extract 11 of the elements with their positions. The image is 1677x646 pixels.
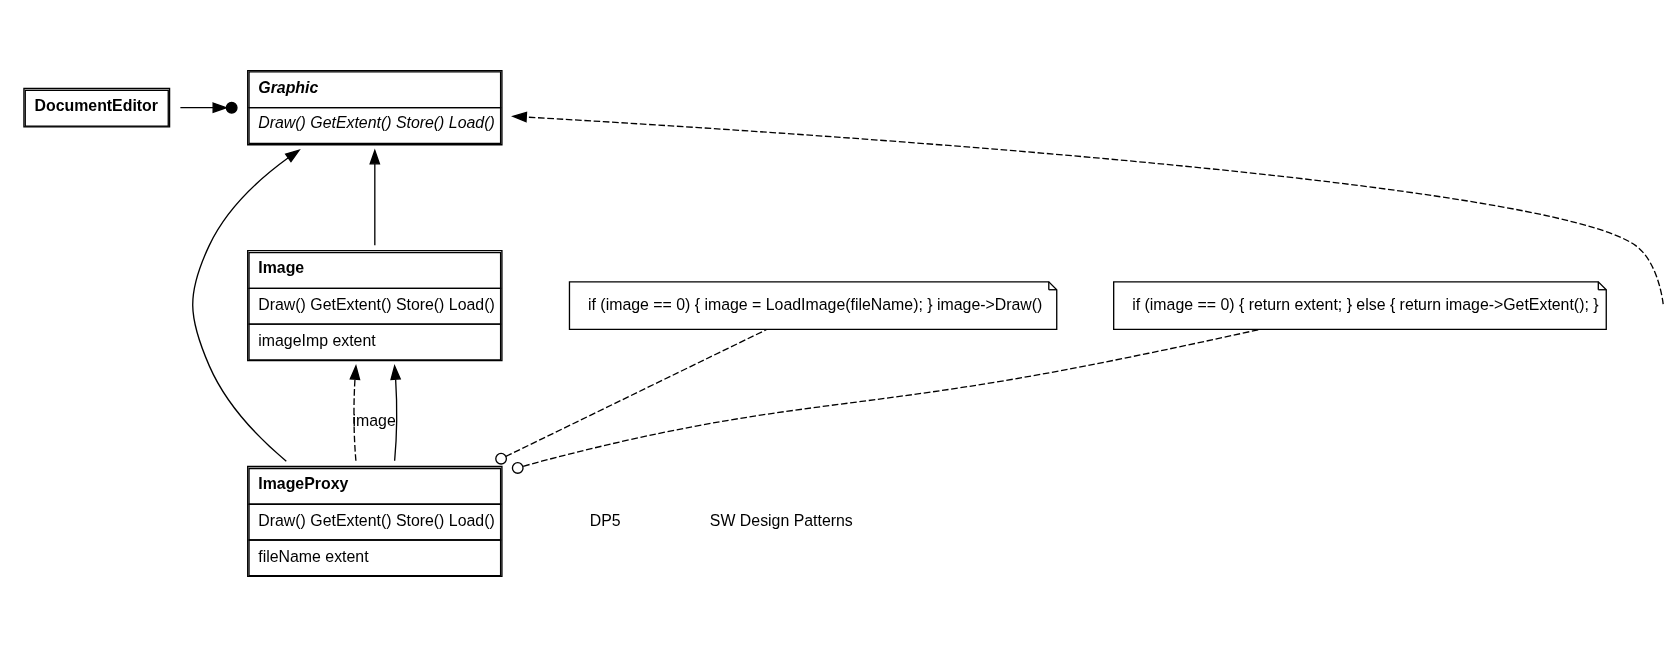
arrow [369,148,381,246]
label: SW Design Patterns [709,511,853,529]
arrow [390,363,402,461]
arrow [192,148,301,462]
arrow [511,111,1664,305]
arrow [179,101,238,114]
edge-label: image [352,411,396,429]
connector [511,328,1260,474]
label: DP5 [589,511,621,529]
arrow [349,363,361,461]
connector [495,328,767,465]
